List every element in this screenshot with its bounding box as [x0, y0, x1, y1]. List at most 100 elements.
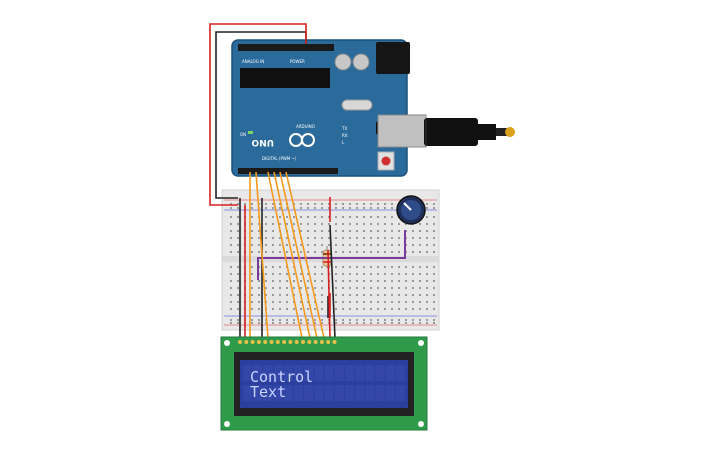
breadboard-hole [258, 322, 260, 324]
breadboard-hole [272, 216, 274, 218]
breadboard-hole [251, 273, 253, 275]
breadboard-hole [335, 203, 337, 205]
breadboard-hole [349, 244, 351, 246]
breadboard-hole [377, 207, 379, 209]
breadboard-hole [391, 237, 393, 239]
breadboard-hole [433, 207, 435, 209]
breadboard-hole [433, 223, 435, 225]
breadboard-hole [377, 322, 379, 324]
lcd-char-cell [385, 365, 395, 381]
breadboard-hole [384, 280, 386, 282]
breadboard-hole [293, 308, 295, 310]
breadboard-hole [251, 280, 253, 282]
breadboard-hole [342, 203, 344, 205]
breadboard-hole [377, 280, 379, 282]
breadboard-hole [370, 223, 372, 225]
reset-button-cap [381, 156, 391, 166]
wire-black-lcd-k [329, 224, 336, 339]
breadboard-hole [258, 294, 260, 296]
breadboard-hole [377, 266, 379, 268]
breadboard-hole [265, 230, 267, 232]
breadboard-hole [384, 319, 386, 321]
breadboard-hole [272, 266, 274, 268]
breadboard-hole [342, 287, 344, 289]
breadboard-hole [405, 308, 407, 310]
breadboard-hole [405, 322, 407, 324]
breadboard-hole [342, 280, 344, 282]
breadboard-hole [230, 230, 232, 232]
lcd-char-cell [324, 385, 334, 401]
lcd-char-cell [304, 385, 314, 401]
breadboard-hole [321, 207, 323, 209]
breadboard-hole [244, 203, 246, 205]
breadboard-hole [426, 273, 428, 275]
breadboard-hole [398, 319, 400, 321]
breadboard-hole [230, 237, 232, 239]
breadboard-hole [279, 273, 281, 275]
breadboard-hole [349, 237, 351, 239]
breadboard-hole [349, 216, 351, 218]
breadboard-hole [398, 237, 400, 239]
breadboard-hole [258, 301, 260, 303]
breadboard-hole [398, 287, 400, 289]
breadboard-hole [419, 273, 421, 275]
breadboard-hole [433, 203, 435, 205]
breadboard-hole [321, 216, 323, 218]
breadboard-hole [349, 251, 351, 253]
lcd-line-2: Text [250, 383, 286, 401]
breadboard-hole [384, 251, 386, 253]
power-label: POWER [290, 59, 305, 64]
lcd-char-cell [273, 385, 283, 401]
breadboard-hole [258, 280, 260, 282]
breadboard-hole [272, 294, 274, 296]
breadboard-hole [335, 207, 337, 209]
breadboard-hole [300, 322, 302, 324]
breadboard-hole [335, 280, 337, 282]
breadboard-hole [237, 301, 239, 303]
breadboard-hole [307, 237, 309, 239]
breadboard-hole [412, 273, 414, 275]
breadboard-hole [272, 319, 274, 321]
breadboard-hole [230, 216, 232, 218]
breadboard-hole [342, 251, 344, 253]
breadboard-hole [370, 207, 372, 209]
wires [209, 23, 406, 339]
lcd-pin [269, 340, 274, 344]
breadboard-hole [265, 251, 267, 253]
breadboard-hole [349, 294, 351, 296]
breadboard-hole [356, 216, 358, 218]
breadboard-hole [356, 266, 358, 268]
breadboard-hole [419, 266, 421, 268]
breadboard-hole [307, 251, 309, 253]
breadboard-hole [300, 280, 302, 282]
breadboard-hole [307, 216, 309, 218]
potentiometer[interactable] [396, 195, 426, 225]
breadboard-hole [300, 230, 302, 232]
breadboard-hole [230, 207, 232, 209]
arduino-uno-board[interactable]: ANALOG IN POWER UNO ARDUINO ON TX RX L D… [231, 39, 427, 177]
crystal [341, 99, 373, 111]
breadboard-hole [363, 203, 365, 205]
breadboard-hole [370, 287, 372, 289]
breadboard-hole [384, 294, 386, 296]
breadboard-hole [391, 322, 393, 324]
breadboard-hole [391, 216, 393, 218]
wire-orange-d6 [279, 171, 318, 339]
breadboard-hole [265, 207, 267, 209]
breadboard-hole [321, 322, 323, 324]
breadboard-hole [321, 230, 323, 232]
breadboard-hole [433, 294, 435, 296]
breadboard-hole [286, 308, 288, 310]
breadboard-hole [265, 322, 267, 324]
breadboard-hole [279, 203, 281, 205]
breadboard-hole [419, 294, 421, 296]
breadboard-hole [328, 237, 330, 239]
breadboard-hole [300, 287, 302, 289]
breadboard-hole [300, 207, 302, 209]
lcd-char-cell [334, 365, 344, 381]
breadboard-hole [370, 322, 372, 324]
breadboard-hole [279, 280, 281, 282]
breadboard-hole [370, 280, 372, 282]
breadboard-hole [377, 287, 379, 289]
breadboard-hole [398, 301, 400, 303]
